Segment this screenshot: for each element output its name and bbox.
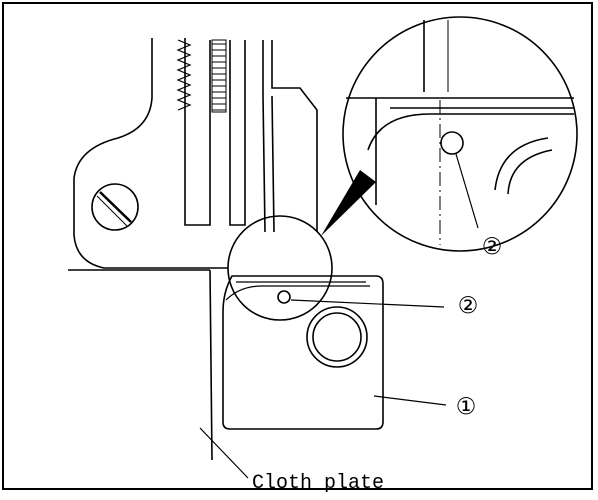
magnifier-connector <box>321 170 376 236</box>
throat-plate-part <box>73 38 318 269</box>
label-part-2-main: ② <box>458 293 479 319</box>
magnifier-detail-content <box>346 20 574 245</box>
diagram-border <box>2 2 593 490</box>
label-part-1: ① <box>456 394 477 420</box>
part-1-block <box>222 275 384 430</box>
cloth-plate <box>68 269 213 461</box>
feed-rack-teeth <box>211 39 227 113</box>
label-part-2-detail: ② <box>482 234 503 260</box>
magnifier-small-circle <box>227 215 333 321</box>
leader-lines <box>199 299 447 479</box>
magnifier-detail-circle <box>342 16 578 252</box>
spring-coil <box>176 39 192 111</box>
label-cloth-plate: Cloth plate <box>252 472 384 495</box>
screw-icon <box>91 183 139 231</box>
